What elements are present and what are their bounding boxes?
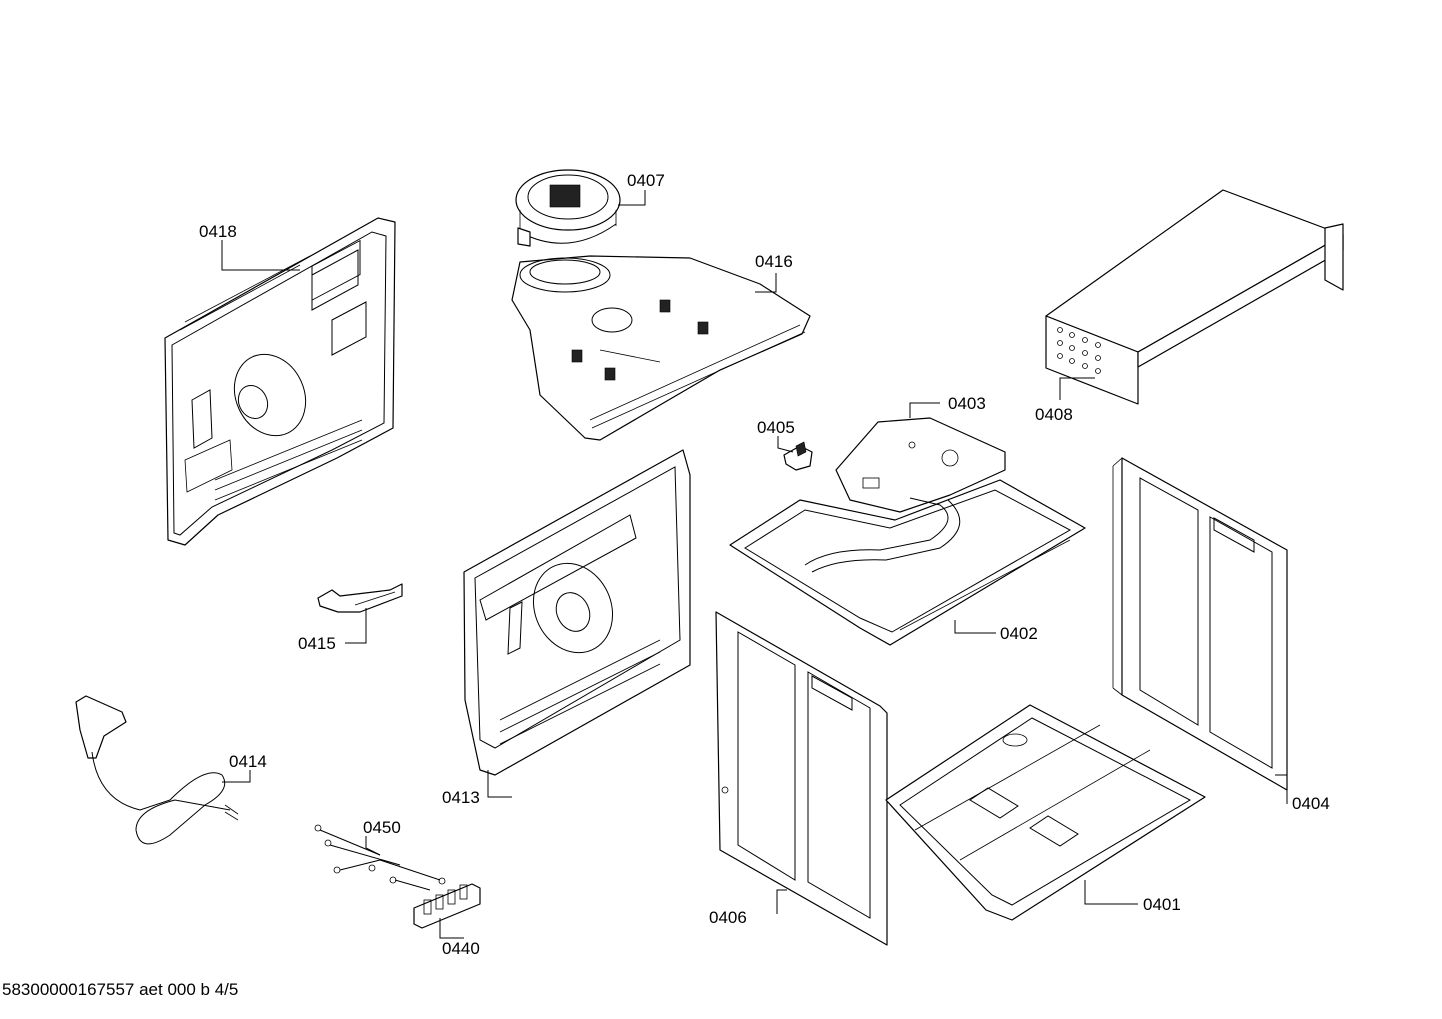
part-0450-wiring-harness: [314, 824, 446, 891]
part-0405-sensor: [783, 441, 813, 471]
label-0415: 0415: [298, 634, 336, 653]
part-0416-fan-housing: [511, 255, 811, 441]
part-0413-rear-wall: [463, 449, 691, 776]
label-0402: 0402: [1000, 624, 1038, 643]
part-0418-back-panel: [164, 217, 396, 546]
part-0401-oven-bottom: [885, 704, 1206, 921]
label-0401: 0401: [1143, 895, 1181, 914]
part-0415-bracket: [317, 583, 403, 613]
leader-lines: [221, 190, 1288, 939]
label-0440: 0440: [442, 939, 480, 958]
part-0403-plate: [835, 417, 1006, 513]
part-0404-right-side-wall: [1112, 457, 1288, 791]
part-0407-fan: [515, 169, 621, 247]
label-0404: 0404: [1292, 794, 1330, 813]
document-footer-code: 58300000167557 aet 000 b 4/5: [2, 980, 239, 999]
part-0408-top-cover: [1045, 189, 1344, 405]
part-0406-left-side-wall: [715, 611, 888, 946]
part-0414-power-cord: [75, 695, 239, 845]
label-0408: 0408: [1035, 405, 1073, 424]
label-0407: 0407: [627, 171, 665, 190]
label-0450: 0450: [363, 818, 401, 837]
part-0440-terminal-block: [413, 883, 481, 929]
label-0413: 0413: [442, 788, 480, 807]
label-0405: 0405: [757, 418, 795, 437]
part-0402-oven-top: [729, 479, 1086, 646]
label-0418: 0418: [199, 222, 237, 241]
label-0406: 0406: [709, 908, 747, 927]
label-0416: 0416: [755, 252, 793, 271]
label-0403: 0403: [948, 394, 986, 413]
label-0414: 0414: [229, 752, 267, 771]
